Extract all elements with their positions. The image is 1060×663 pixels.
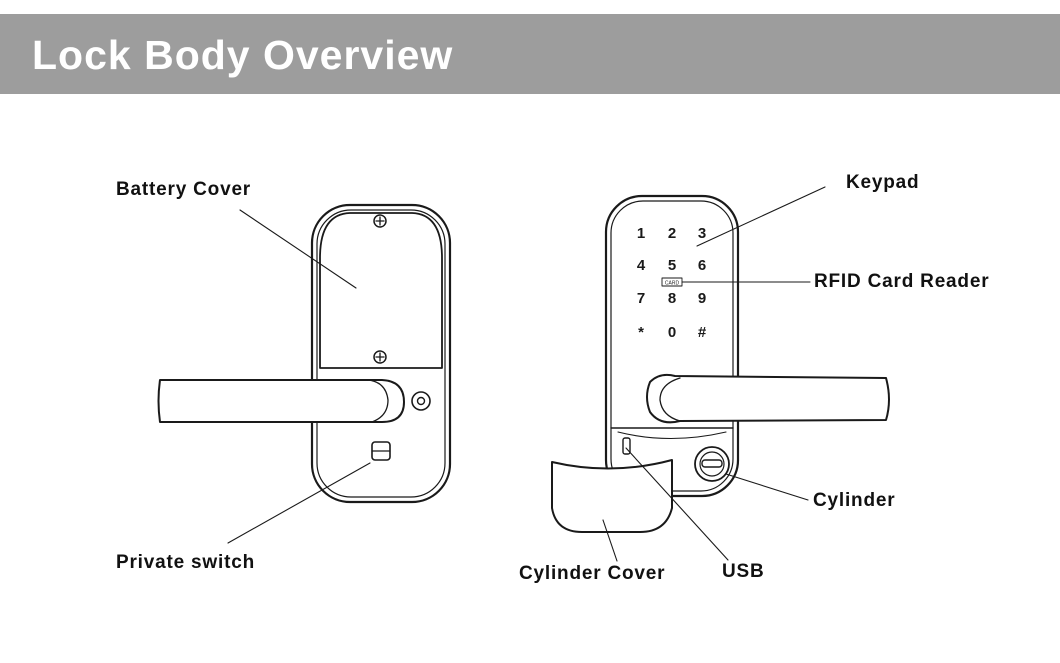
key-4: 4 [637, 257, 646, 274]
key-5: 5 [668, 257, 676, 274]
key-3: 3 [698, 225, 706, 242]
screw-icon [373, 214, 387, 228]
cylinder-cover [551, 459, 673, 533]
key-2: 2 [668, 225, 676, 242]
keypad: 1 2 3 4 5 6 7 8 9 * 0 # [637, 225, 707, 341]
key-hash: # [698, 324, 707, 341]
keypad-label: Keypad [846, 172, 920, 193]
rfid-card-reader-label: RFID Card Reader [814, 271, 990, 292]
interior-lock-body [310, 203, 452, 504]
key-1: 1 [637, 225, 645, 242]
key-star: * [638, 324, 644, 341]
private-switch-icon [371, 441, 391, 461]
cylinder-cover-label: Cylinder Cover [519, 563, 666, 584]
key-8: 8 [668, 290, 676, 307]
card-mark-label: CARD [665, 281, 680, 287]
usb-label: USB [722, 561, 765, 582]
private-switch-label: Private switch [116, 552, 255, 573]
key-7: 7 [637, 290, 645, 307]
key-6: 6 [698, 257, 706, 274]
key-0: 0 [668, 324, 676, 341]
battery-cover [319, 212, 443, 369]
screw-icon [373, 350, 387, 364]
reset-button-icon [411, 391, 431, 411]
cylinder-icon [694, 446, 730, 482]
key-9: 9 [698, 290, 706, 307]
leader-lines [227, 186, 826, 562]
exterior-handle [646, 373, 890, 424]
cylinder-label: Cylinder [813, 490, 896, 511]
interior-handle [157, 379, 405, 423]
page-title: Lock Body Overview [32, 32, 454, 78]
battery-cover-label: Battery Cover [116, 179, 252, 200]
usb-port-icon [622, 437, 631, 455]
title-banner: Lock Body Overview [0, 14, 1060, 94]
